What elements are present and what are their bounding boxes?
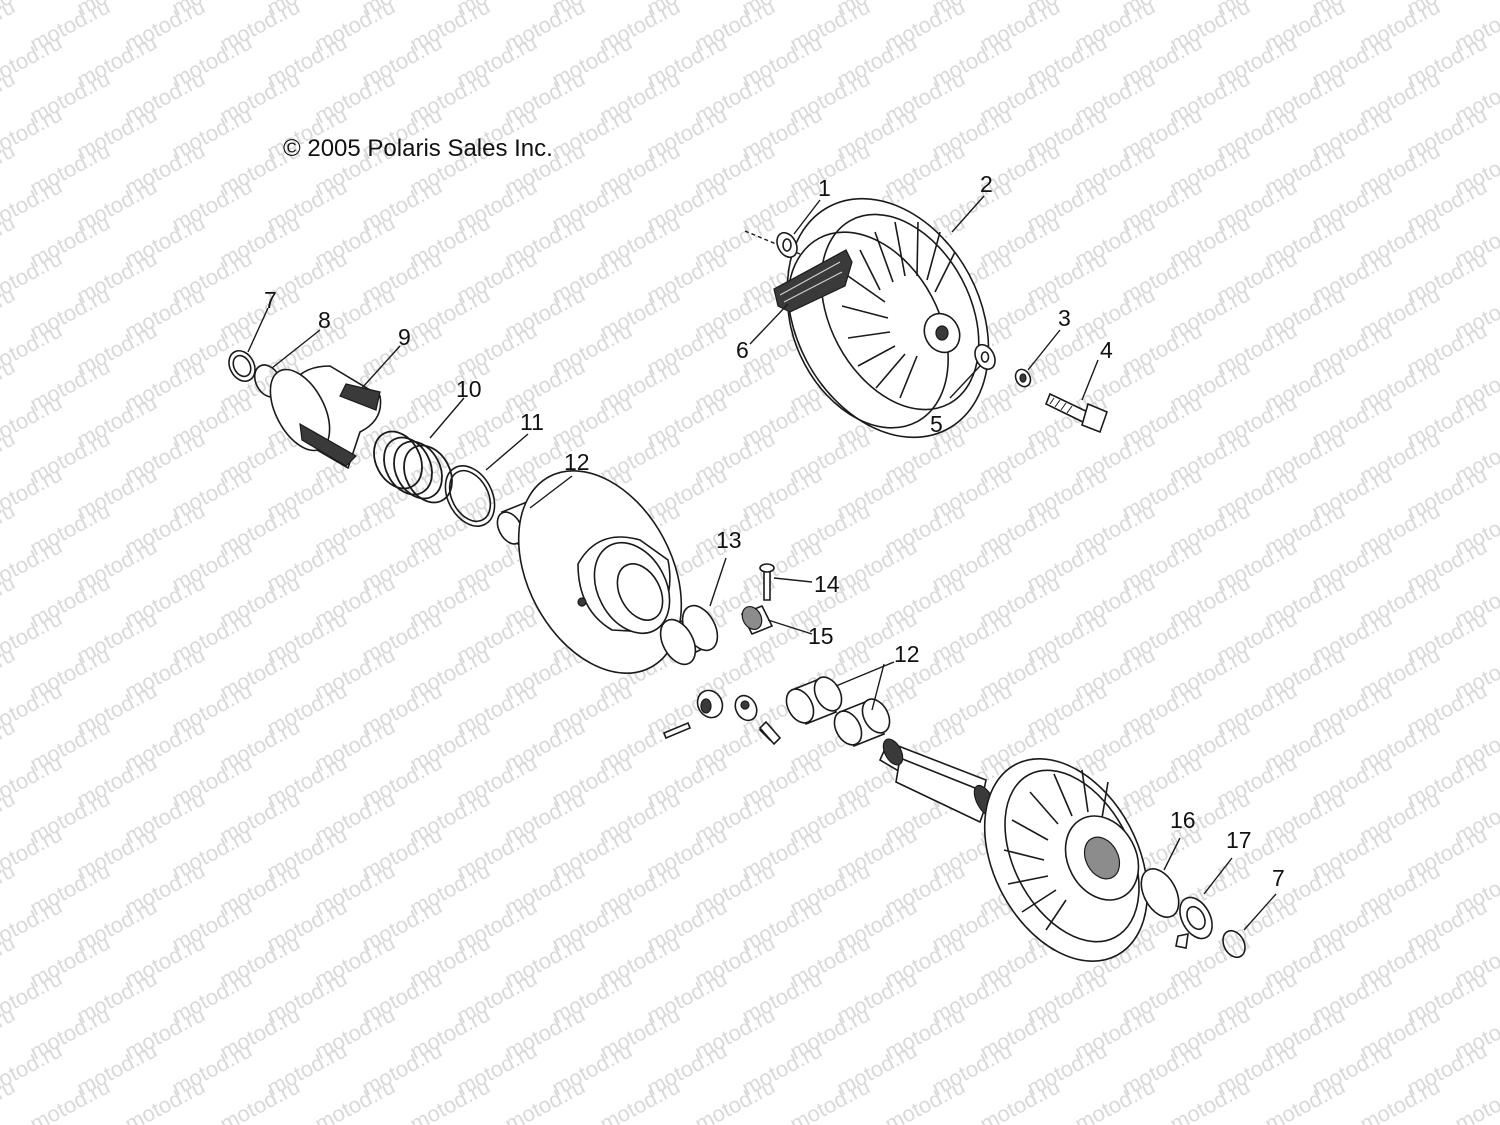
part-13-ring — [659, 604, 719, 666]
part-screw-small — [758, 720, 782, 746]
callout-14: 14 — [814, 571, 840, 597]
part-pin-small — [662, 721, 692, 740]
callout-10: 10 — [456, 376, 482, 402]
callout-11: 11 — [520, 409, 544, 435]
part-7-snap-ring-lower — [1222, 929, 1246, 959]
part-14-pin — [759, 563, 775, 601]
part-6-belt — [773, 249, 853, 313]
part-shaft — [878, 738, 997, 824]
leader-lines — [247, 195, 1277, 931]
callout-6: 6 — [736, 337, 749, 363]
watermark-text: motod.ru — [406, 1074, 494, 1125]
callout-1: 1 — [818, 175, 831, 201]
watermark-text: motod.ru — [121, 1074, 209, 1125]
watermark-text: motod.ru — [881, 1074, 969, 1125]
callout-16: 16 — [1170, 807, 1196, 833]
callout-7-lower: 7 — [1272, 865, 1285, 891]
watermark-text: motod.ru — [596, 1074, 684, 1125]
part-roller-small — [696, 689, 724, 719]
part-15-roller — [740, 604, 774, 636]
copyright-text: © 2005 Polaris Sales Inc. — [283, 135, 553, 162]
callout-12-upper: 12 — [564, 449, 590, 475]
callout-12-lower: 12 — [894, 641, 920, 667]
part-sheave-fixed — [983, 758, 1149, 962]
watermark-text: motod.ru — [26, 1074, 114, 1125]
part-16-washer — [1140, 868, 1180, 918]
watermark-text: motod.ru — [1451, 1074, 1500, 1125]
watermark-text: motod.ru — [1166, 1074, 1254, 1125]
part-5-washer — [974, 343, 996, 371]
part-12-bushing-lower-a — [785, 676, 843, 726]
callout-4: 4 — [1100, 337, 1113, 363]
watermark-text: motod.ru — [691, 1074, 779, 1125]
callout-7-upper: 7 — [264, 287, 277, 313]
watermark-text: motod.ru — [311, 1074, 399, 1125]
callout-17: 17 — [1226, 827, 1252, 853]
watermark-text: motod.ru — [1071, 1074, 1159, 1125]
part-roller-small-2 — [734, 694, 758, 722]
callout-15: 15 — [808, 623, 834, 649]
part-sheave-stationary — [517, 470, 683, 674]
watermark-text: motod.ru — [786, 1074, 874, 1125]
part-4-bolt — [1044, 392, 1109, 434]
part-1-washer — [776, 231, 798, 259]
part-17-thrust-washer — [1175, 896, 1213, 949]
callout-9: 9 — [398, 324, 411, 350]
part-11-ring — [444, 465, 496, 527]
part-12-bushing-lower-b — [833, 698, 891, 748]
part-7-snap-ring — [228, 349, 256, 383]
callout-2: 2 — [980, 171, 993, 197]
watermark-text: motod.ru — [0, 0, 19, 56]
part-9-cam — [269, 365, 382, 470]
callout-8: 8 — [318, 307, 331, 333]
callout-3: 3 — [1058, 305, 1071, 331]
part-10-spring — [373, 430, 453, 504]
callout-13: 13 — [716, 527, 742, 553]
watermark-text: motod.ru — [216, 1074, 304, 1125]
watermark-text: motod.ru — [1356, 1074, 1444, 1125]
part-3-lockwasher — [1014, 368, 1032, 388]
watermark-text: motod.ru — [501, 1074, 589, 1125]
watermark-text: motod.ru — [1261, 1074, 1349, 1125]
callout-5: 5 — [930, 411, 943, 437]
watermark-text: motod.ru — [976, 1074, 1064, 1125]
